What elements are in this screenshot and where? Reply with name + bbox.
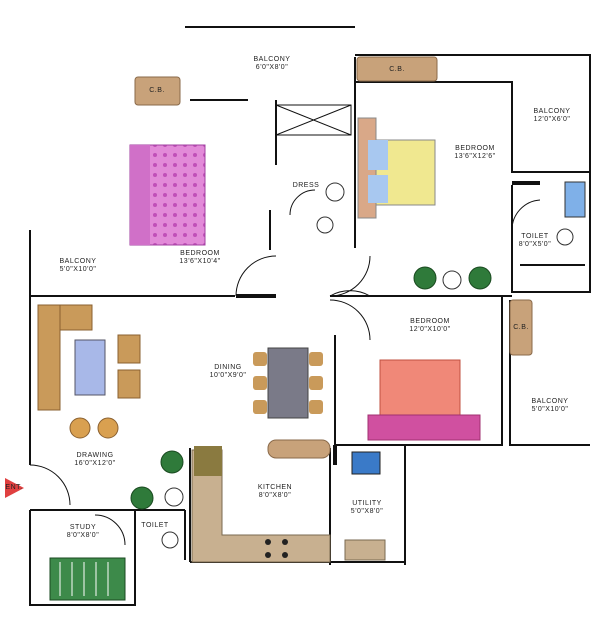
bed-2 [357, 117, 436, 219]
wardrobe-tag-1: C.B. [149, 87, 165, 94]
wardrobe-3 [509, 299, 533, 356]
wall-accents [236, 181, 540, 465]
sliding-door-x2 [275, 104, 352, 136]
toilet-wc [556, 228, 574, 246]
sofa-corner [59, 304, 93, 331]
doors [29, 189, 541, 546]
study-desk [49, 557, 126, 601]
dining-chair-3 [253, 400, 267, 414]
dining-table-top [267, 347, 309, 419]
dining-chair-6 [309, 400, 323, 414]
stool-round-1 [442, 270, 462, 290]
toilet-basin [564, 181, 586, 218]
dining-chair-5 [309, 376, 323, 390]
entry-tag: ENT. [5, 484, 23, 491]
kitchen-shelf [267, 439, 331, 459]
bed-3 [367, 359, 481, 441]
door-bed2 [329, 255, 371, 297]
plant-4 [130, 486, 154, 510]
door-study [94, 514, 126, 546]
door-bed1 [235, 255, 277, 297]
door-entry [29, 464, 71, 506]
door-dress [289, 189, 316, 216]
dining-chair-4 [309, 352, 323, 366]
plant-3 [160, 450, 184, 474]
study-desk-top [49, 557, 126, 601]
kitchen-counter [191, 439, 331, 563]
bed-1-headboard [130, 145, 150, 245]
sliding-door [275, 100, 352, 165]
wall-bed3 [335, 296, 503, 446]
burner-4 [282, 552, 288, 558]
wardrobe-tag-2: C.B. [389, 66, 405, 73]
door-bed3 [329, 299, 371, 341]
stool-1 [69, 417, 91, 439]
wardrobe-1 [134, 76, 181, 106]
wardrobe-2 [356, 56, 438, 82]
wardrobes [134, 56, 533, 356]
dining-chair-2 [253, 376, 267, 390]
dress-seat [325, 182, 345, 202]
sofa-set [37, 304, 141, 439]
door-toilet [511, 199, 541, 231]
coffee-table [74, 339, 106, 396]
stool-2 [97, 417, 119, 439]
plant-2 [468, 266, 492, 290]
armchair-1 [117, 334, 141, 364]
label-dress: DRESS [292, 182, 320, 189]
label-toilet-2: TOILET [141, 522, 169, 529]
sofa-long [37, 304, 61, 411]
toilet2-wc [161, 531, 179, 549]
wall-study [29, 510, 136, 606]
utility-sink [344, 539, 386, 561]
stool-round-2 [164, 487, 184, 507]
utility-fixtures [344, 451, 386, 561]
burner-2 [282, 539, 288, 545]
wardrobe-tag-3: C.B. [513, 324, 529, 331]
bed-2-pillow-1 [368, 140, 388, 170]
dress-wc [316, 216, 334, 234]
walls [29, 26, 591, 606]
wall-toilet [511, 172, 591, 293]
dining-chair-1 [253, 352, 267, 366]
dining-table [253, 347, 323, 419]
bed-3-mattress [379, 359, 461, 421]
burner-1 [265, 539, 271, 545]
bed-2-pillow-2 [368, 175, 388, 203]
bed-1 [129, 144, 206, 246]
washing-machine [351, 451, 381, 475]
fridge [194, 446, 222, 476]
bed-3-headboard [367, 414, 481, 441]
entry-arrow-icon [5, 478, 24, 498]
fixtures [161, 181, 586, 549]
entry-marker [5, 478, 24, 498]
plant-1 [413, 266, 437, 290]
burner-3 [265, 552, 271, 558]
plants [130, 266, 492, 510]
armchair-2 [117, 369, 141, 399]
